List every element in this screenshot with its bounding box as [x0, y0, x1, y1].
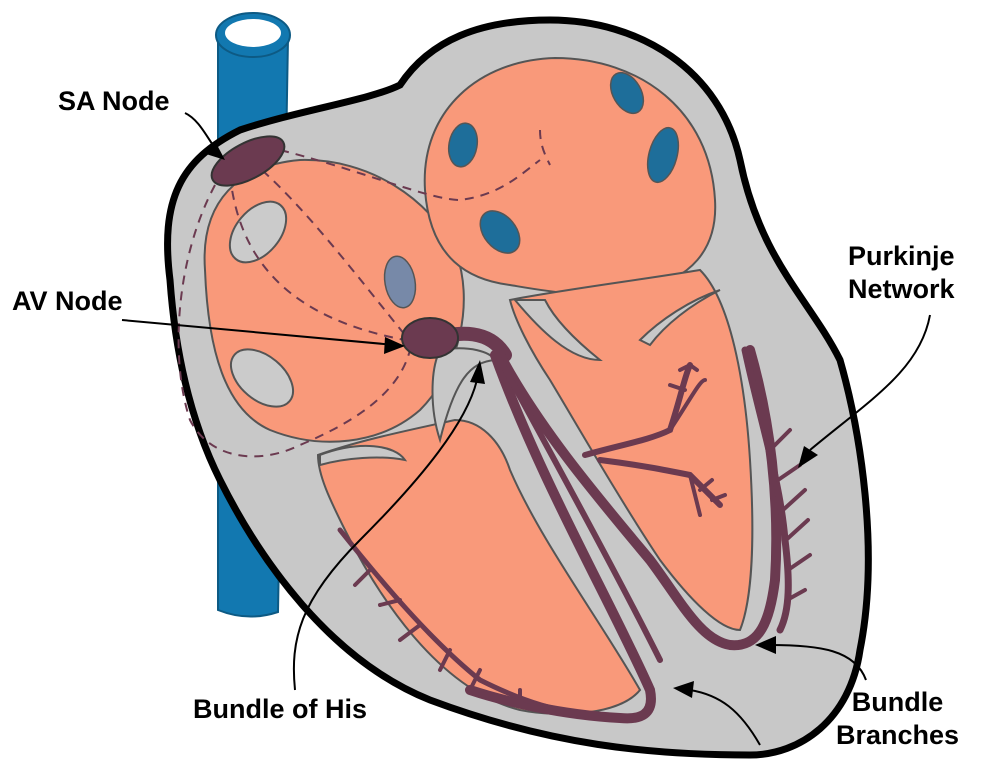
bundle-branches-label-line2: Branches: [836, 719, 959, 752]
bundle-branches-label: Bundle Branches: [836, 686, 959, 752]
bundle-branches-label-line1: Bundle: [836, 686, 959, 719]
purkinje-label-line2: Network: [848, 273, 955, 306]
purkinje-network-label: Purkinje Network: [848, 240, 955, 306]
purkinje-label-line1: Purkinje: [848, 240, 955, 273]
av-node: [402, 318, 458, 358]
av-node-label: AV Node: [12, 285, 123, 318]
bundle-of-his-label: Bundle of His: [193, 693, 367, 726]
sa-node-callout: [185, 113, 218, 152]
sa-node-label: SA Node: [58, 85, 170, 118]
